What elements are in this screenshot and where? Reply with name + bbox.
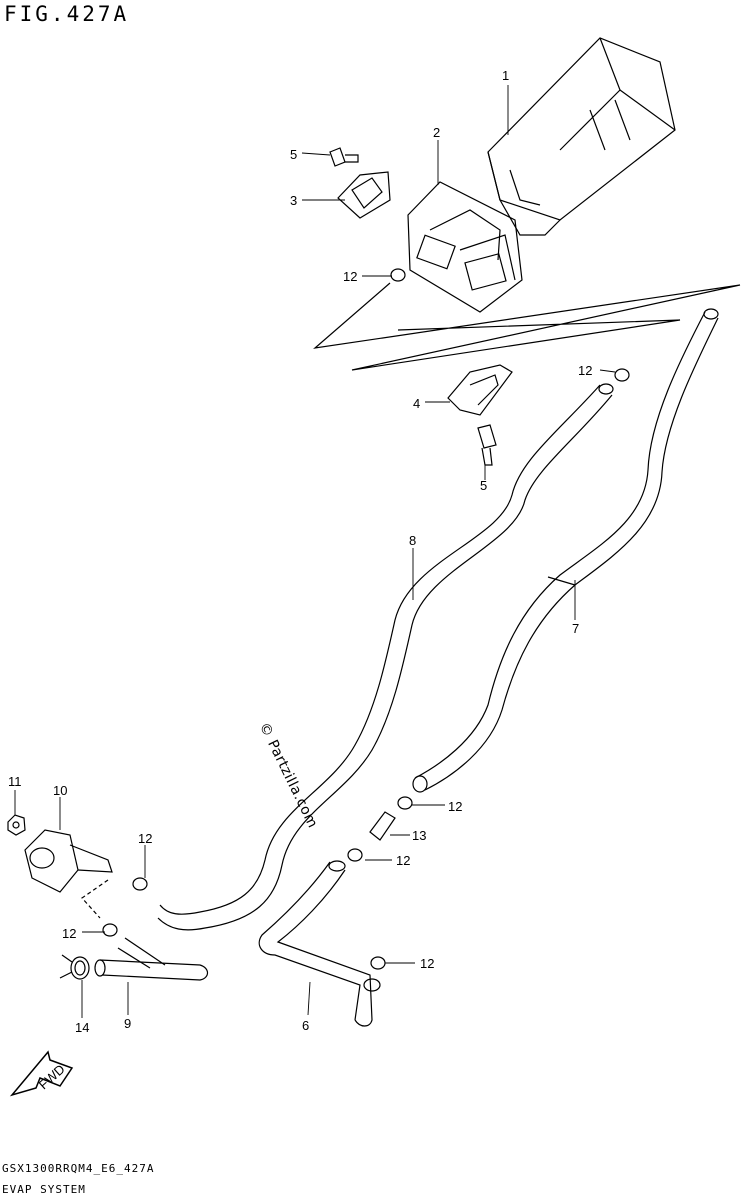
bolt-upper [329,147,359,167]
callout-12-center: 12 [396,853,410,868]
leader-lines [14,85,616,1018]
callout-12-mid-right: 12 [448,799,462,814]
hose-clip [447,364,513,416]
callout-6: 6 [302,1018,309,1033]
callout-8: 8 [409,533,416,548]
fwd-arrow [9,1050,74,1097]
clamps [102,268,630,970]
callout-5-lower: 5 [480,478,487,493]
spring-clamp [59,954,90,980]
callout-12-bracket: 12 [343,269,357,284]
hose-joint [369,811,396,841]
frame-outline [313,282,741,371]
footer-name: EVAP SYSTEM [2,1183,86,1196]
canister-bracket [407,181,523,313]
fwd-label: FWD [36,1061,68,1092]
callout-2: 2 [433,125,440,140]
callout-10: 10 [53,783,67,798]
nut [7,814,26,836]
callout-11: 11 [8,774,22,789]
purge-valve [24,829,113,893]
callout-12-lower-right: 12 [420,956,434,971]
figure-title: FIG.427A [4,2,130,26]
callout-9: 9 [124,1016,131,1031]
canister [487,37,676,236]
footer-code: GSX1300RRQM4_E6_427A [2,1162,155,1175]
callout-1: 1 [502,68,509,83]
callout-12-upper-right: 12 [578,363,592,378]
callout-12-lower-left: 12 [62,926,76,941]
callout-12-left: 12 [138,831,152,846]
hose-7 [412,308,719,793]
callout-3: 3 [290,193,297,208]
callout-14: 14 [75,1020,89,1035]
hose-8 [157,383,614,931]
hose-9 [94,937,209,981]
bolt-lower [477,424,497,466]
hose-6 [258,860,381,1027]
clip-plate [337,171,391,219]
dashed-link [81,879,109,919]
callout-13: 13 [412,828,426,843]
callout-7: 7 [572,621,579,636]
callout-4: 4 [413,396,420,411]
callout-5-upper: 5 [290,147,297,162]
